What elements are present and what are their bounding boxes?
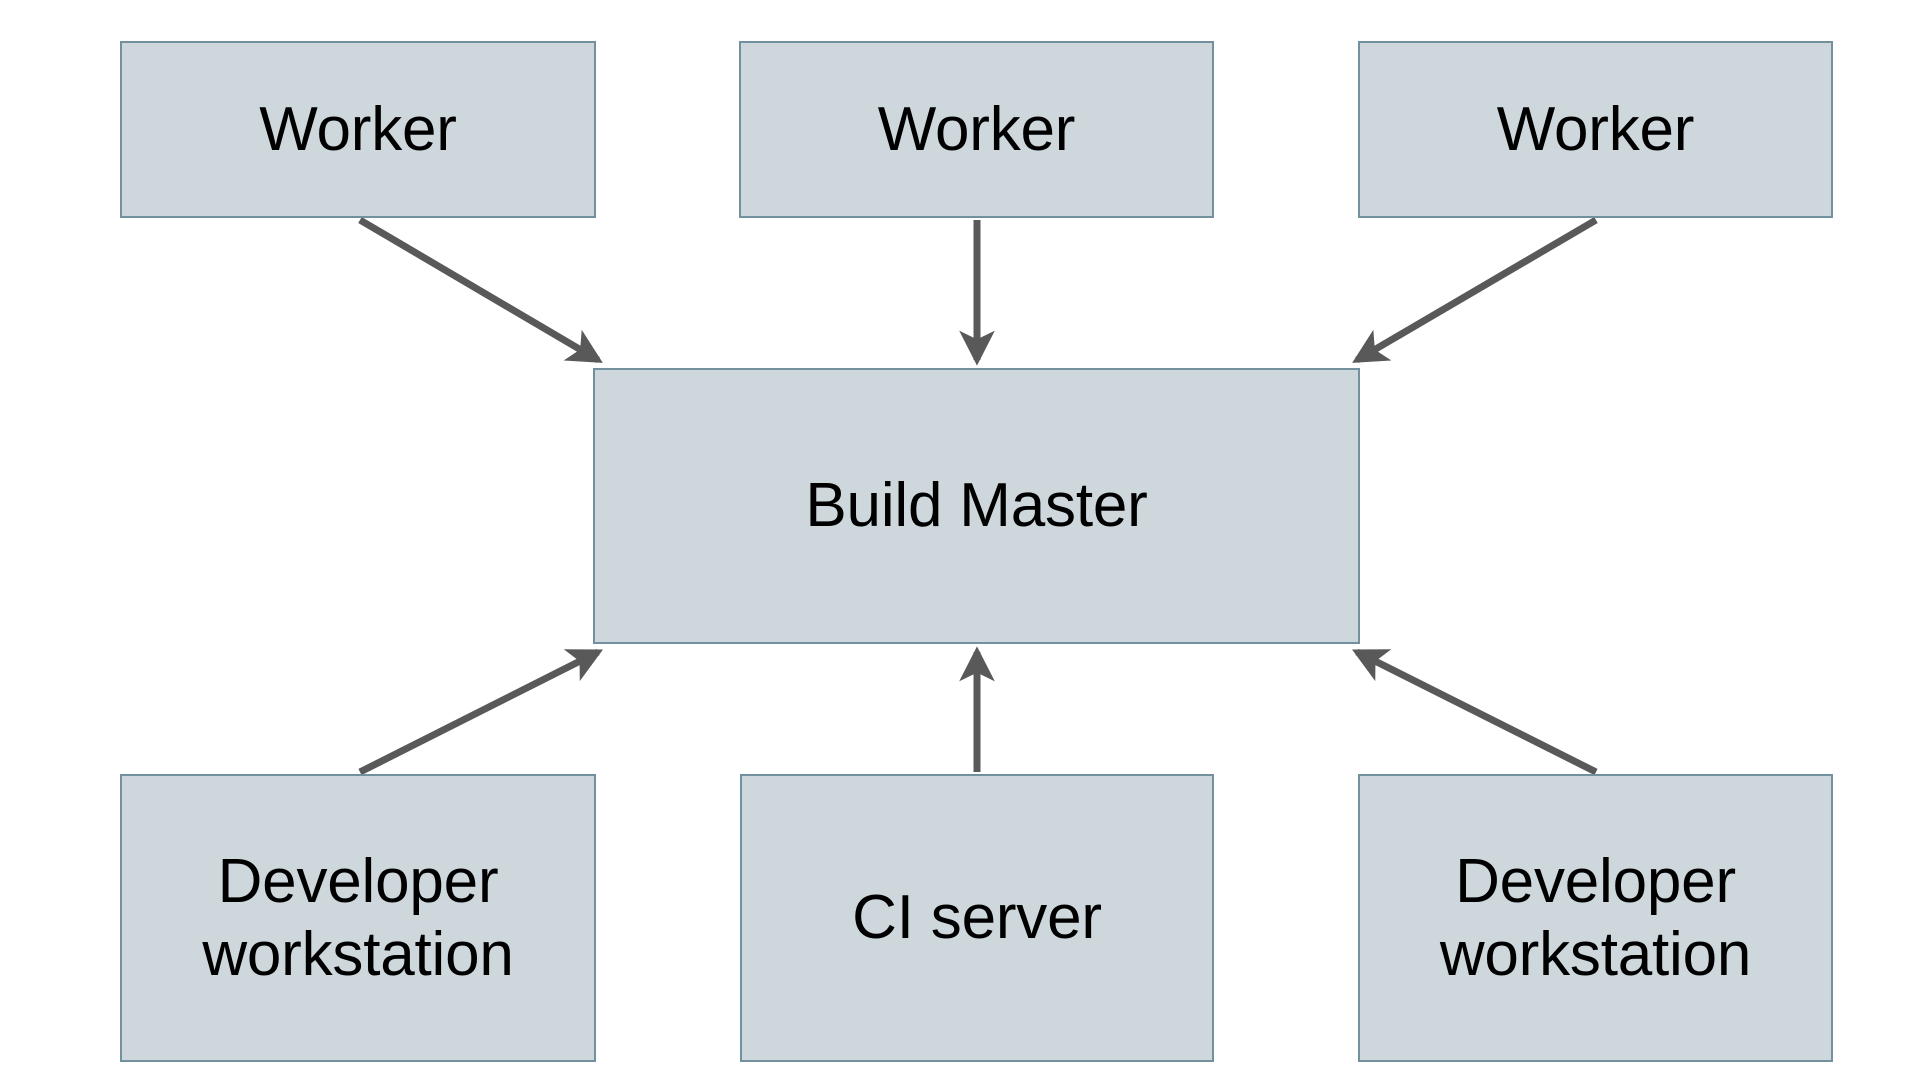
node-build-master-label: Build Master xyxy=(805,471,1148,541)
node-ci-server-label: CI server xyxy=(852,883,1102,953)
node-developer-workstation-2-label: Developer workstation xyxy=(1439,846,1752,989)
node-worker-2[interactable]: Worker xyxy=(739,41,1214,218)
node-ci-server[interactable]: CI server xyxy=(740,774,1214,1062)
edge-dev-2-to-master xyxy=(1351,648,1598,776)
node-worker-3-label: Worker xyxy=(1496,94,1695,164)
node-worker-1-label: Worker xyxy=(259,94,457,164)
node-developer-workstation-2[interactable]: Developer workstation xyxy=(1358,774,1833,1062)
node-worker-2-label: Worker xyxy=(877,94,1076,164)
node-worker-1[interactable]: Worker xyxy=(120,41,596,218)
node-build-master[interactable]: Build Master xyxy=(593,368,1360,644)
node-worker-3[interactable]: Worker xyxy=(1358,41,1833,218)
edge-worker-1-to-master xyxy=(358,216,603,364)
node-developer-workstation-1-label: Developer workstation xyxy=(202,846,514,989)
edge-worker-3-to-master xyxy=(1352,216,1598,364)
node-developer-workstation-1[interactable]: Developer workstation xyxy=(120,774,596,1062)
edge-dev-1-to-master xyxy=(358,648,604,776)
